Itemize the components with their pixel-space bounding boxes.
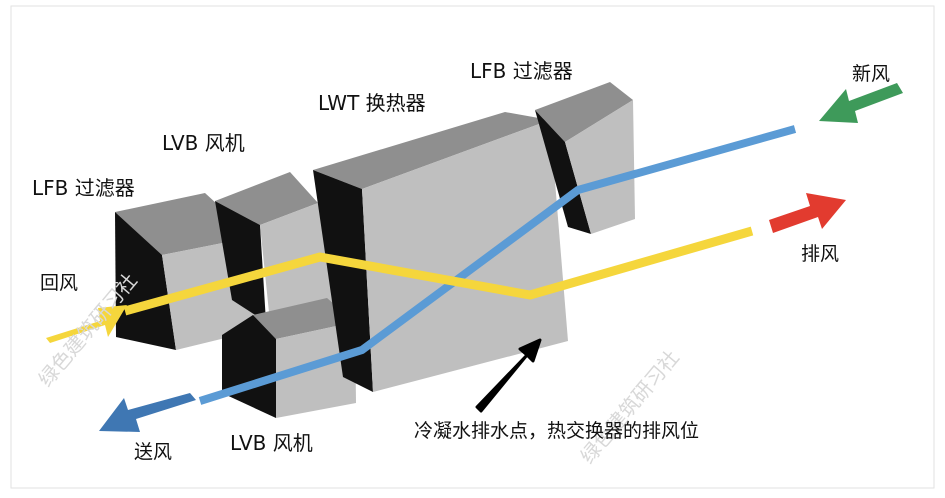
label-lwt-heat-exchanger: LWT 换热器 [318,91,426,115]
label-lfb-filter-left: LFB 过滤器 [32,176,135,200]
label-drain-note: 冷凝水排水点，热交换器的排风位 [414,420,699,442]
label-exhaust-air: 排风 [801,243,839,265]
label-return-air: 回风 [40,272,78,294]
fresh-air-arrow [819,83,903,123]
fresh-supply-air-path [198,125,797,405]
label-lvb-fan-lower: LVB 风机 [230,431,313,455]
label-lvb-fan-upper: LVB 风机 [162,131,245,155]
supply-air-arrow [99,393,196,432]
lwt-heat-exchanger [313,112,568,392]
label-lfb-filter-right: LFB 过滤器 [470,59,573,83]
label-fresh-air: 新风 [852,63,890,85]
exhaust-air-arrow [769,193,846,233]
watermark-right: 绿色建筑研习社 [575,346,683,469]
drain-pointer-arrow [475,338,542,413]
return-air-arrow [46,305,127,343]
return-exhaust-air-path [123,226,754,316]
label-supply-air: 送风 [134,441,172,463]
lfb-filter-right [535,82,635,234]
